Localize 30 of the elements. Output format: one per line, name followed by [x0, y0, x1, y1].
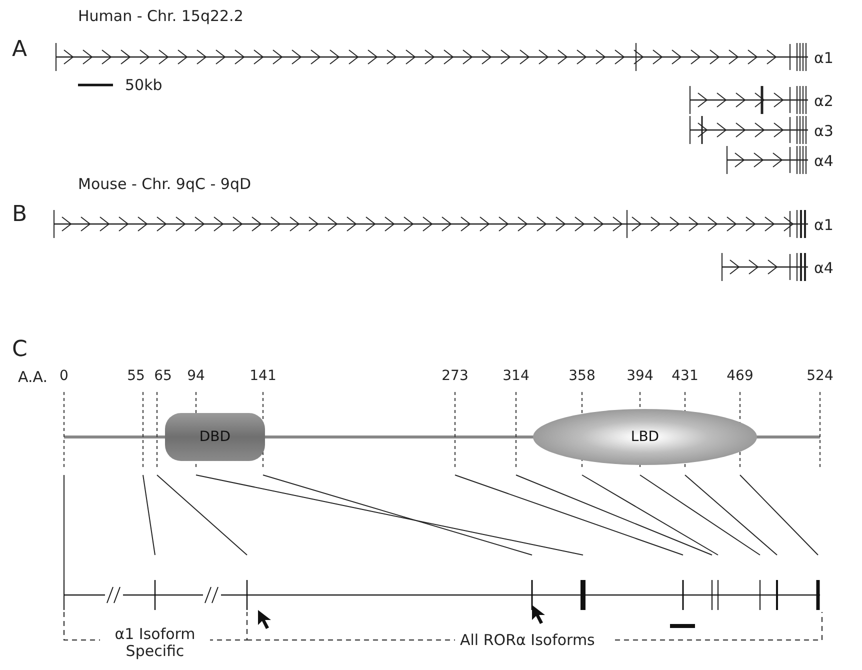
isoform-label: α1: [814, 50, 834, 66]
domain-label: LBD: [630, 429, 660, 445]
amino-acid-number: 0: [58, 369, 70, 384]
panel-letter: C: [12, 338, 28, 362]
isoform-label: α3: [814, 123, 834, 140]
amino-acid-number: 314: [502, 369, 530, 384]
chromosome-title: Mouse - Chr. 9qC - 9qD: [78, 176, 252, 192]
amino-acid-number: 469: [726, 369, 754, 384]
isoform-label: α1: [814, 217, 834, 234]
amino-acid-number: 141: [248, 369, 278, 384]
isoform-label: α4: [814, 260, 834, 276]
amino-acid-number: 431: [670, 369, 700, 384]
bracket-label: All RORα Isoforms: [460, 632, 595, 648]
amino-acid-number: 273: [440, 369, 470, 384]
chromosome-title: Human - Chr. 15q22.2: [78, 8, 244, 24]
isoform-label: α4: [814, 153, 834, 170]
amino-acid-number: 394: [626, 369, 654, 384]
panel-letter: A: [12, 38, 28, 62]
scale-label: 50kb: [125, 77, 162, 94]
axis-label: A.A.: [18, 369, 48, 386]
amino-acid-number: 55: [126, 369, 146, 384]
amino-acid-number: 524: [806, 369, 834, 384]
amino-acid-number: 94: [186, 369, 206, 384]
domain-box: [165, 413, 265, 461]
bracket-label: α1 Isoform Specific: [100, 626, 210, 659]
domain-label: DBD: [199, 429, 231, 445]
panel-letter: B: [12, 203, 28, 228]
isoform-label: α2: [814, 93, 834, 110]
amino-acid-number: 65: [153, 369, 173, 384]
amino-acid-number: 358: [568, 369, 596, 384]
